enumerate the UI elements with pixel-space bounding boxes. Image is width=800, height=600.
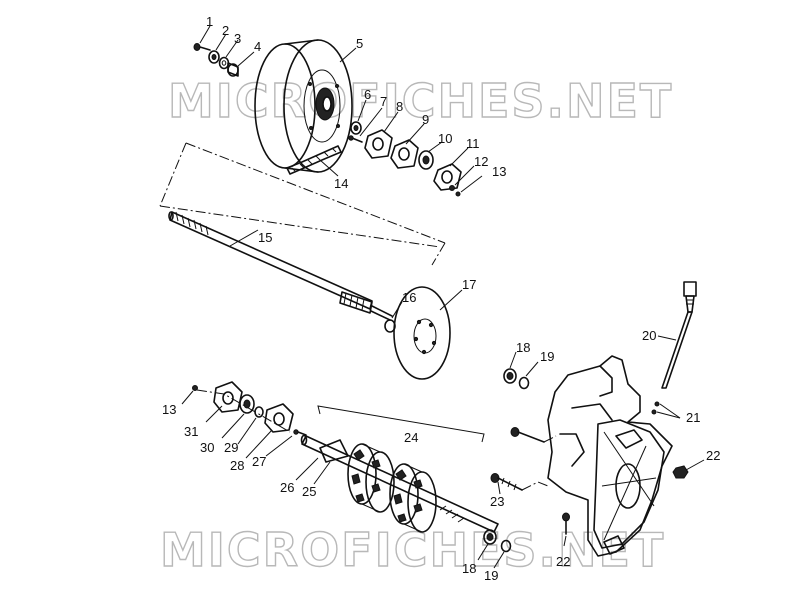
callout-labels: 1 2 3 4 5 6 7 8 9 10 11 12 13 14 15 16 1… [162,14,720,583]
callout-2: 2 [222,23,229,38]
leader-lines [181,25,705,569]
callout-16: 16 [402,290,416,305]
callout-25: 25 [302,484,316,499]
callout-17: 17 [462,277,476,292]
callout-22-lower: 22 [556,554,570,569]
washer-part-3 [218,56,230,70]
callout-11: 11 [466,136,480,151]
bushing-part-4 [227,62,239,77]
callout-22-right: 22 [706,448,720,463]
callout-1: 1 [206,14,213,29]
callout-13-upper: 13 [492,164,506,179]
o-ring-part-19-lower [500,539,512,553]
callout-21: 21 [686,410,700,425]
callout-19-upper: 19 [540,349,554,364]
bearing-flange-part-8 [364,129,393,159]
drive-chain-part-14 [286,145,342,175]
callout-6: 6 [364,87,371,102]
callout-9: 9 [422,112,429,127]
nut-part-12 [449,185,455,191]
callout-26: 26 [280,480,294,495]
bolt-part-22-lower [562,512,570,535]
jackshaft-part-15 [168,211,393,321]
drive-shaft-assembly-part-24 [300,434,499,533]
shaft-group-outline [159,142,446,266]
callout-23: 23 [490,494,504,509]
bearing-flange-part-31 [213,381,243,413]
callout-31: 31 [184,424,198,439]
callout-28: 28 [230,458,244,473]
drive-shaft-bracket [317,405,485,443]
callout-13-lower: 13 [162,402,176,417]
callout-14: 14 [334,176,348,191]
callout-27: 27 [252,454,266,469]
callout-12: 12 [474,154,488,169]
watermark-top: MICROFICHES.NET [168,74,673,128]
driven-pulley-part-5 [254,39,353,173]
callout-10: 10 [438,131,452,146]
nut-part-22-right [672,465,689,479]
callout-5: 5 [356,36,363,51]
callout-15: 15 [258,230,272,245]
watermark-bottom: MICROFICHES.NET [160,523,665,577]
bearing-part-30 [239,394,255,414]
bolt-part-23 [490,427,557,491]
callout-3: 3 [234,31,241,46]
callout-30: 30 [200,440,214,455]
callout-4: 4 [254,39,261,54]
washer-part-6 [350,121,362,135]
chaincase-housing [547,355,673,557]
callout-8: 8 [396,99,403,114]
callout-20: 20 [642,328,656,343]
brake-disc-part-17 [393,286,451,380]
washer-part-29 [254,406,264,418]
bolt-part-1 [193,43,211,51]
callout-29: 29 [224,440,238,455]
bolt-part-27 [293,429,307,436]
bearing-flange-part-9 [390,139,419,169]
bearing-flange-part-11 [433,163,462,191]
nut-part-13-lower [192,385,198,391]
screw-part-7 [348,135,363,143]
o-ring-part-19-upper [518,376,530,390]
callout-18-lower: 18 [462,561,476,576]
callout-7: 7 [380,94,387,109]
callout-19-lower: 19 [484,568,498,583]
dipstick-part-20 [661,281,697,389]
callout-24: 24 [404,430,418,445]
washer-part-2 [208,50,220,64]
bearing-part-10 [418,150,434,170]
seal-part-18-upper [503,368,517,384]
seal-part-18-lower [483,529,497,545]
bearing-flange-part-28 [264,403,294,433]
nut-part-13 [455,191,461,197]
callout-18-upper: 18 [516,340,530,355]
nut-part-21 [651,401,660,415]
